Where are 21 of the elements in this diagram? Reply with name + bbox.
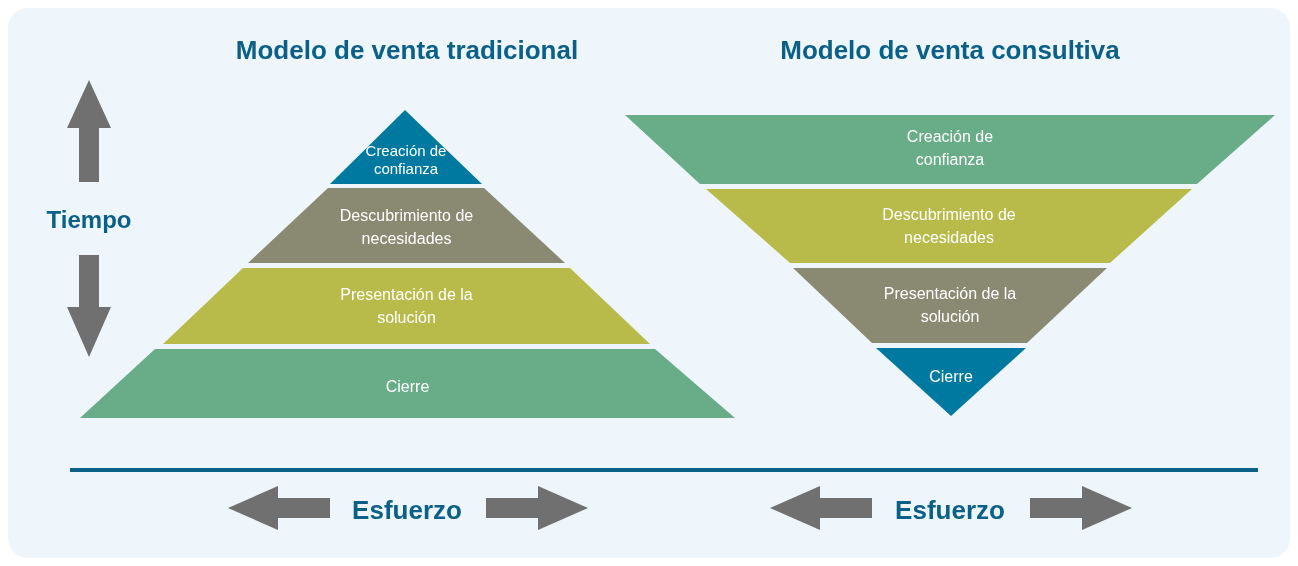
pyramid-tier bbox=[163, 268, 650, 344]
tier-label: Descubrimiento de necesidades bbox=[338, 206, 475, 249]
tier-label: Presentación de la solución bbox=[882, 284, 1018, 327]
tier-label: Descubrimiento de necesidades bbox=[881, 205, 1017, 248]
axis-label: Tiempo bbox=[46, 206, 132, 234]
axis-label: Esfuerzo bbox=[352, 494, 462, 526]
pyramid-tier bbox=[330, 110, 482, 184]
pyramid-tier bbox=[248, 188, 565, 263]
tier-label: Presentación de la solución bbox=[339, 285, 474, 328]
axis-label: Esfuerzo bbox=[895, 494, 1005, 526]
pyramid-tier bbox=[876, 348, 1026, 416]
heading: Modelo de venta consultiva bbox=[780, 34, 1120, 66]
pyramid-tier bbox=[706, 189, 1192, 263]
tier-label: Cierre bbox=[384, 376, 431, 397]
heading: Modelo de venta tradicional bbox=[235, 34, 579, 66]
pyramid-tier bbox=[80, 349, 735, 418]
pyramid-tier bbox=[625, 115, 1275, 184]
tier-label: Creación de confianza bbox=[364, 142, 448, 178]
pyramid-tier bbox=[793, 268, 1107, 343]
tier-label: Creación de confianza bbox=[905, 127, 995, 170]
tier-label: Cierre bbox=[928, 366, 974, 387]
